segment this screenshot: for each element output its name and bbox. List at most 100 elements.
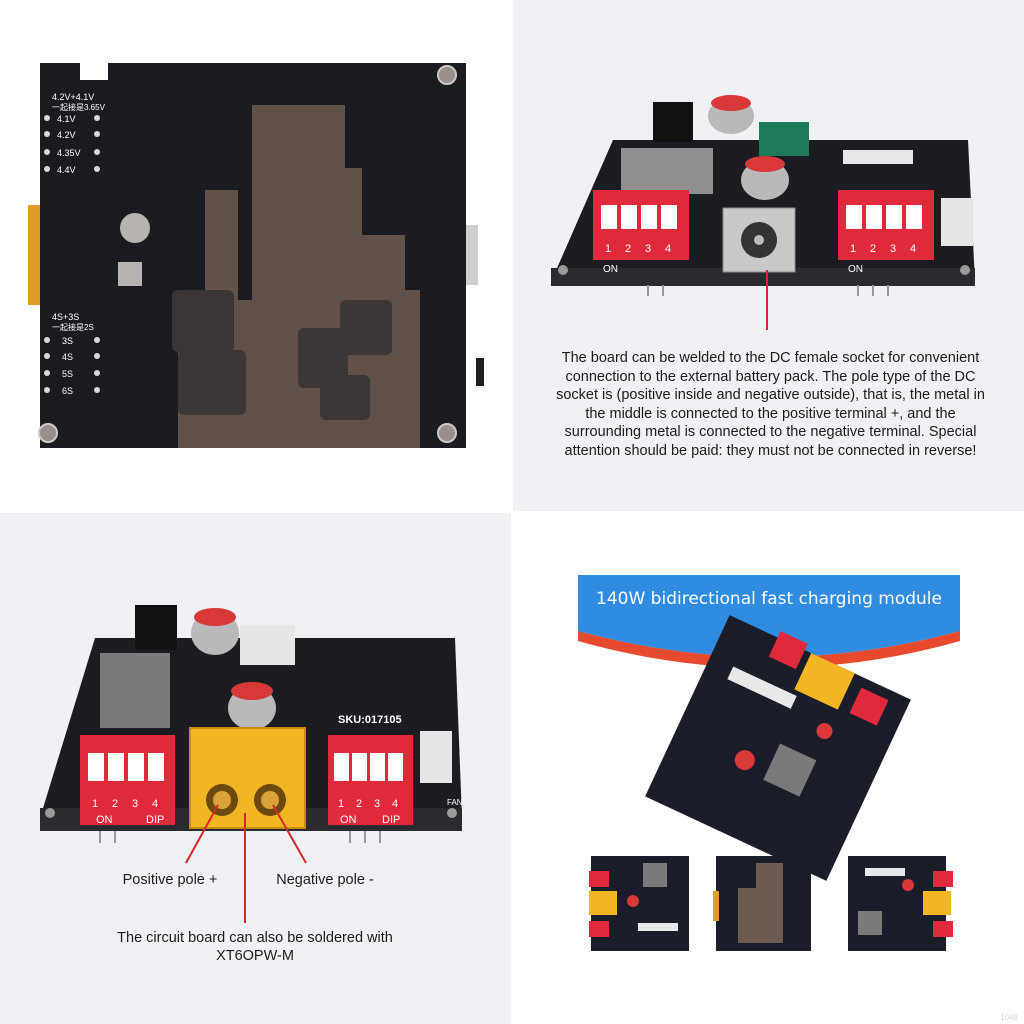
post-upper	[120, 213, 150, 243]
product-label	[727, 666, 797, 709]
negative-pointer-line	[272, 804, 307, 864]
voltage-4-35: 4.35V	[57, 148, 81, 158]
cells-sub: 一起接是2S	[52, 322, 94, 332]
banner-background	[578, 575, 960, 657]
pcb-edge	[551, 268, 975, 286]
dip-right-on: ON	[848, 264, 863, 275]
copper-pad-1	[172, 290, 234, 352]
dip-right-4: 4	[910, 243, 916, 255]
dip-left-1: 1	[92, 798, 98, 810]
cells-6s: 6S	[62, 386, 73, 396]
banner-accent	[578, 631, 960, 668]
dip-right-1: 1	[338, 798, 344, 810]
component-white	[240, 625, 295, 665]
product-board	[645, 615, 911, 881]
dip-switch-right-keys	[334, 753, 403, 781]
watermark: 1048	[1000, 1013, 1018, 1022]
voltage-4-1: 4.1V	[57, 114, 76, 124]
cells-3s: 3S	[62, 336, 73, 346]
dip-left-on: ON	[603, 264, 618, 275]
dc-socket-caption: The board can be welded to the DC female…	[556, 350, 985, 459]
xt60pw-caption: The circuit board can also be soldered w…	[117, 930, 393, 964]
side-connector-left	[28, 205, 42, 305]
solder-pads	[44, 115, 100, 393]
component-relay	[135, 605, 177, 650]
component-green	[759, 122, 809, 156]
banner-title: 140W bidirectional fast charging module	[596, 589, 942, 609]
post-lower	[118, 262, 142, 286]
dip-right-dip: DIP	[382, 814, 400, 826]
dc-board-drawing: 1 2 3 4 ON 1 2 3 4 ON	[551, 95, 975, 330]
sku-label: SKU:017105	[338, 714, 402, 726]
dip-left-2: 2	[625, 243, 631, 255]
dip-left-4: 4	[665, 243, 671, 255]
board-back-drawing: 4.2V+4.1V 一起接是3.65V 4.1V 4.2V 4.35V 4.4V…	[28, 63, 484, 448]
dip-switch-left-keys	[88, 753, 164, 781]
xt60-connector	[189, 727, 306, 829]
xt60-positive-core	[213, 791, 231, 809]
dc-jack-pin	[754, 235, 764, 245]
product-xt60	[794, 653, 855, 710]
dip-left-4: 4	[152, 798, 158, 810]
dip-right-1: 1	[850, 243, 856, 255]
xt60-board-drawing: SKU:017105 FAN 1 2 3 4 ON DIP 1 2 3 4 ON…	[40, 605, 463, 923]
mount-hole-r	[447, 808, 457, 818]
product-capacitor-2	[816, 723, 833, 740]
dc-socket-panel: 1 2 3 4 ON 1 2 3 4 ON The board can be w…	[513, 0, 1024, 511]
dip-switch-right-keys	[846, 205, 922, 229]
dip-right-3: 3	[374, 798, 380, 810]
mount-hole-br	[437, 423, 457, 443]
product-inductor	[763, 743, 817, 797]
mount-hole-l	[558, 265, 568, 275]
side-switch	[476, 358, 484, 386]
dip-left-1: 1	[605, 243, 611, 255]
positive-pole-label: Positive pole +	[122, 872, 218, 888]
header-pins	[99, 831, 381, 843]
mount-hole-tr	[437, 65, 457, 85]
component-relay	[653, 102, 693, 142]
usb-port-right	[464, 225, 478, 285]
xt60-negative-core	[261, 791, 279, 809]
fan-label: FAN	[447, 798, 463, 807]
component-inductor	[621, 148, 713, 194]
header-pins	[647, 285, 889, 296]
capacitor-mid-cap	[745, 156, 785, 172]
component-inductor	[100, 653, 170, 728]
positive-pointer-line	[185, 804, 219, 864]
mount-hole-bl	[38, 423, 58, 443]
cells-4s: 4S	[62, 352, 73, 362]
fan-connector	[941, 198, 973, 246]
product-drawing	[578, 575, 960, 951]
cells-5s: 5S	[62, 369, 73, 379]
capacitor-top-cap	[194, 608, 236, 626]
copper-pad-2	[178, 350, 246, 415]
label-sticker	[843, 150, 913, 164]
dip-left-dip: DIP	[146, 814, 164, 826]
dip-right-on: ON	[340, 814, 357, 826]
dip-right-2: 2	[870, 243, 876, 255]
negative-pole-label: Negative pole -	[276, 872, 374, 888]
dip-right-4: 4	[392, 798, 398, 810]
copper-pad-4	[340, 300, 392, 355]
product-panel: 140W bidirectional fast charging module …	[513, 513, 1024, 1024]
dip-left-3: 3	[645, 243, 651, 255]
voltage-sub: 一起接是3.65V	[52, 102, 106, 112]
dip-left-3: 3	[132, 798, 138, 810]
dip-left-on: ON	[96, 814, 113, 826]
cells-header: 4S+3S	[52, 312, 79, 322]
thumbnail-3	[848, 856, 953, 951]
dip-left-2: 2	[112, 798, 118, 810]
product-dip-2	[849, 687, 889, 726]
product-dip-1	[768, 631, 808, 670]
mount-hole-l	[45, 808, 55, 818]
xt60-panel: SKU:017105 FAN 1 2 3 4 ON DIP 1 2 3 4 ON…	[0, 513, 511, 1024]
dip-right-2: 2	[356, 798, 362, 810]
mount-hole-r	[960, 265, 970, 275]
dip-right-3: 3	[890, 243, 896, 255]
copper-pad-5	[320, 375, 370, 420]
voltage-4-2: 4.2V	[57, 130, 76, 140]
thumbnail-1	[589, 856, 689, 951]
product-capacitor	[734, 750, 755, 771]
fan-connector	[420, 731, 452, 783]
horizontal-divider	[0, 511, 1024, 513]
